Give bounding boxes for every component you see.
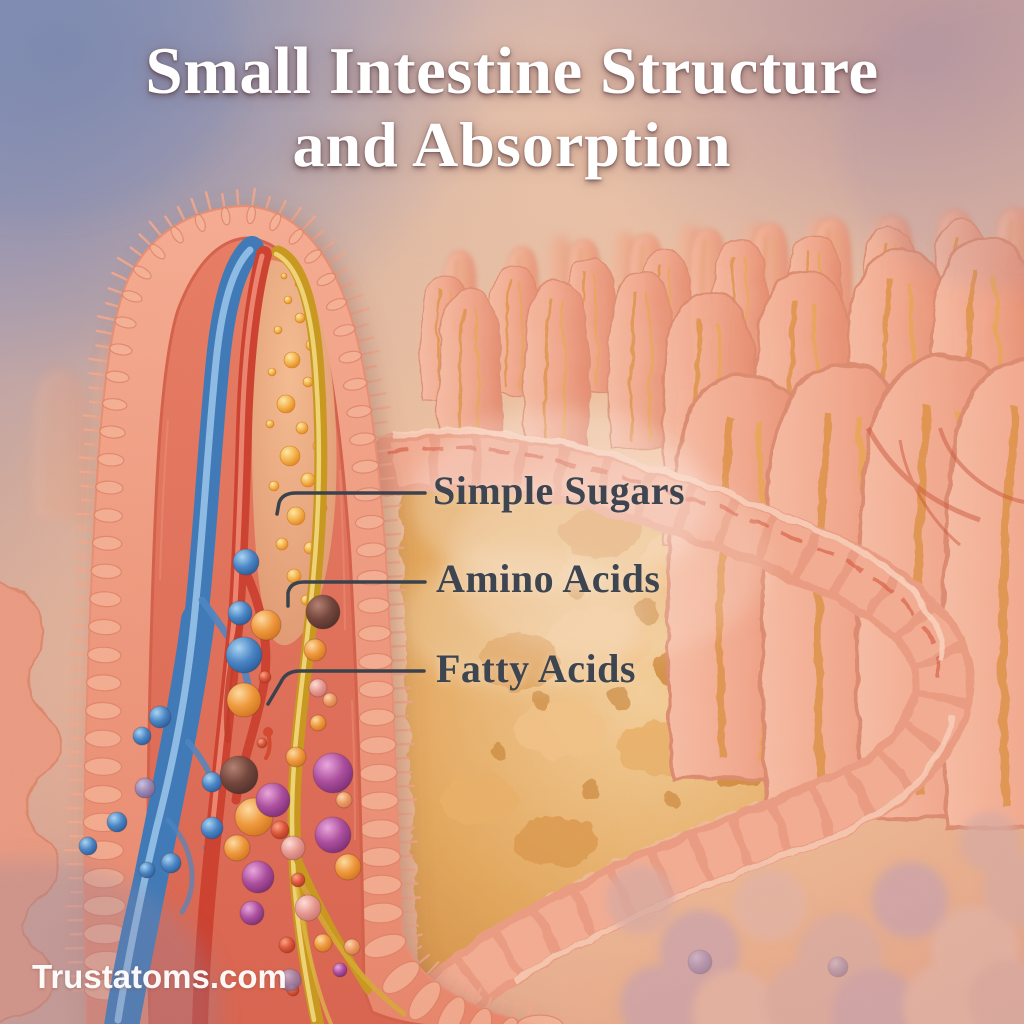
label-amino-acids: Amino Acids — [436, 556, 661, 601]
page-title: Small Intestine Structure and Absorption — [0, 34, 1024, 181]
title-line-1: Small Intestine Structure — [145, 34, 879, 108]
label-simple-sugars: Simple Sugars — [433, 468, 686, 513]
title-line-2: and Absorption — [292, 109, 732, 181]
watermark: Trustatoms.com — [32, 958, 287, 995]
label-fatty-acids: Fatty Acids — [436, 646, 636, 691]
